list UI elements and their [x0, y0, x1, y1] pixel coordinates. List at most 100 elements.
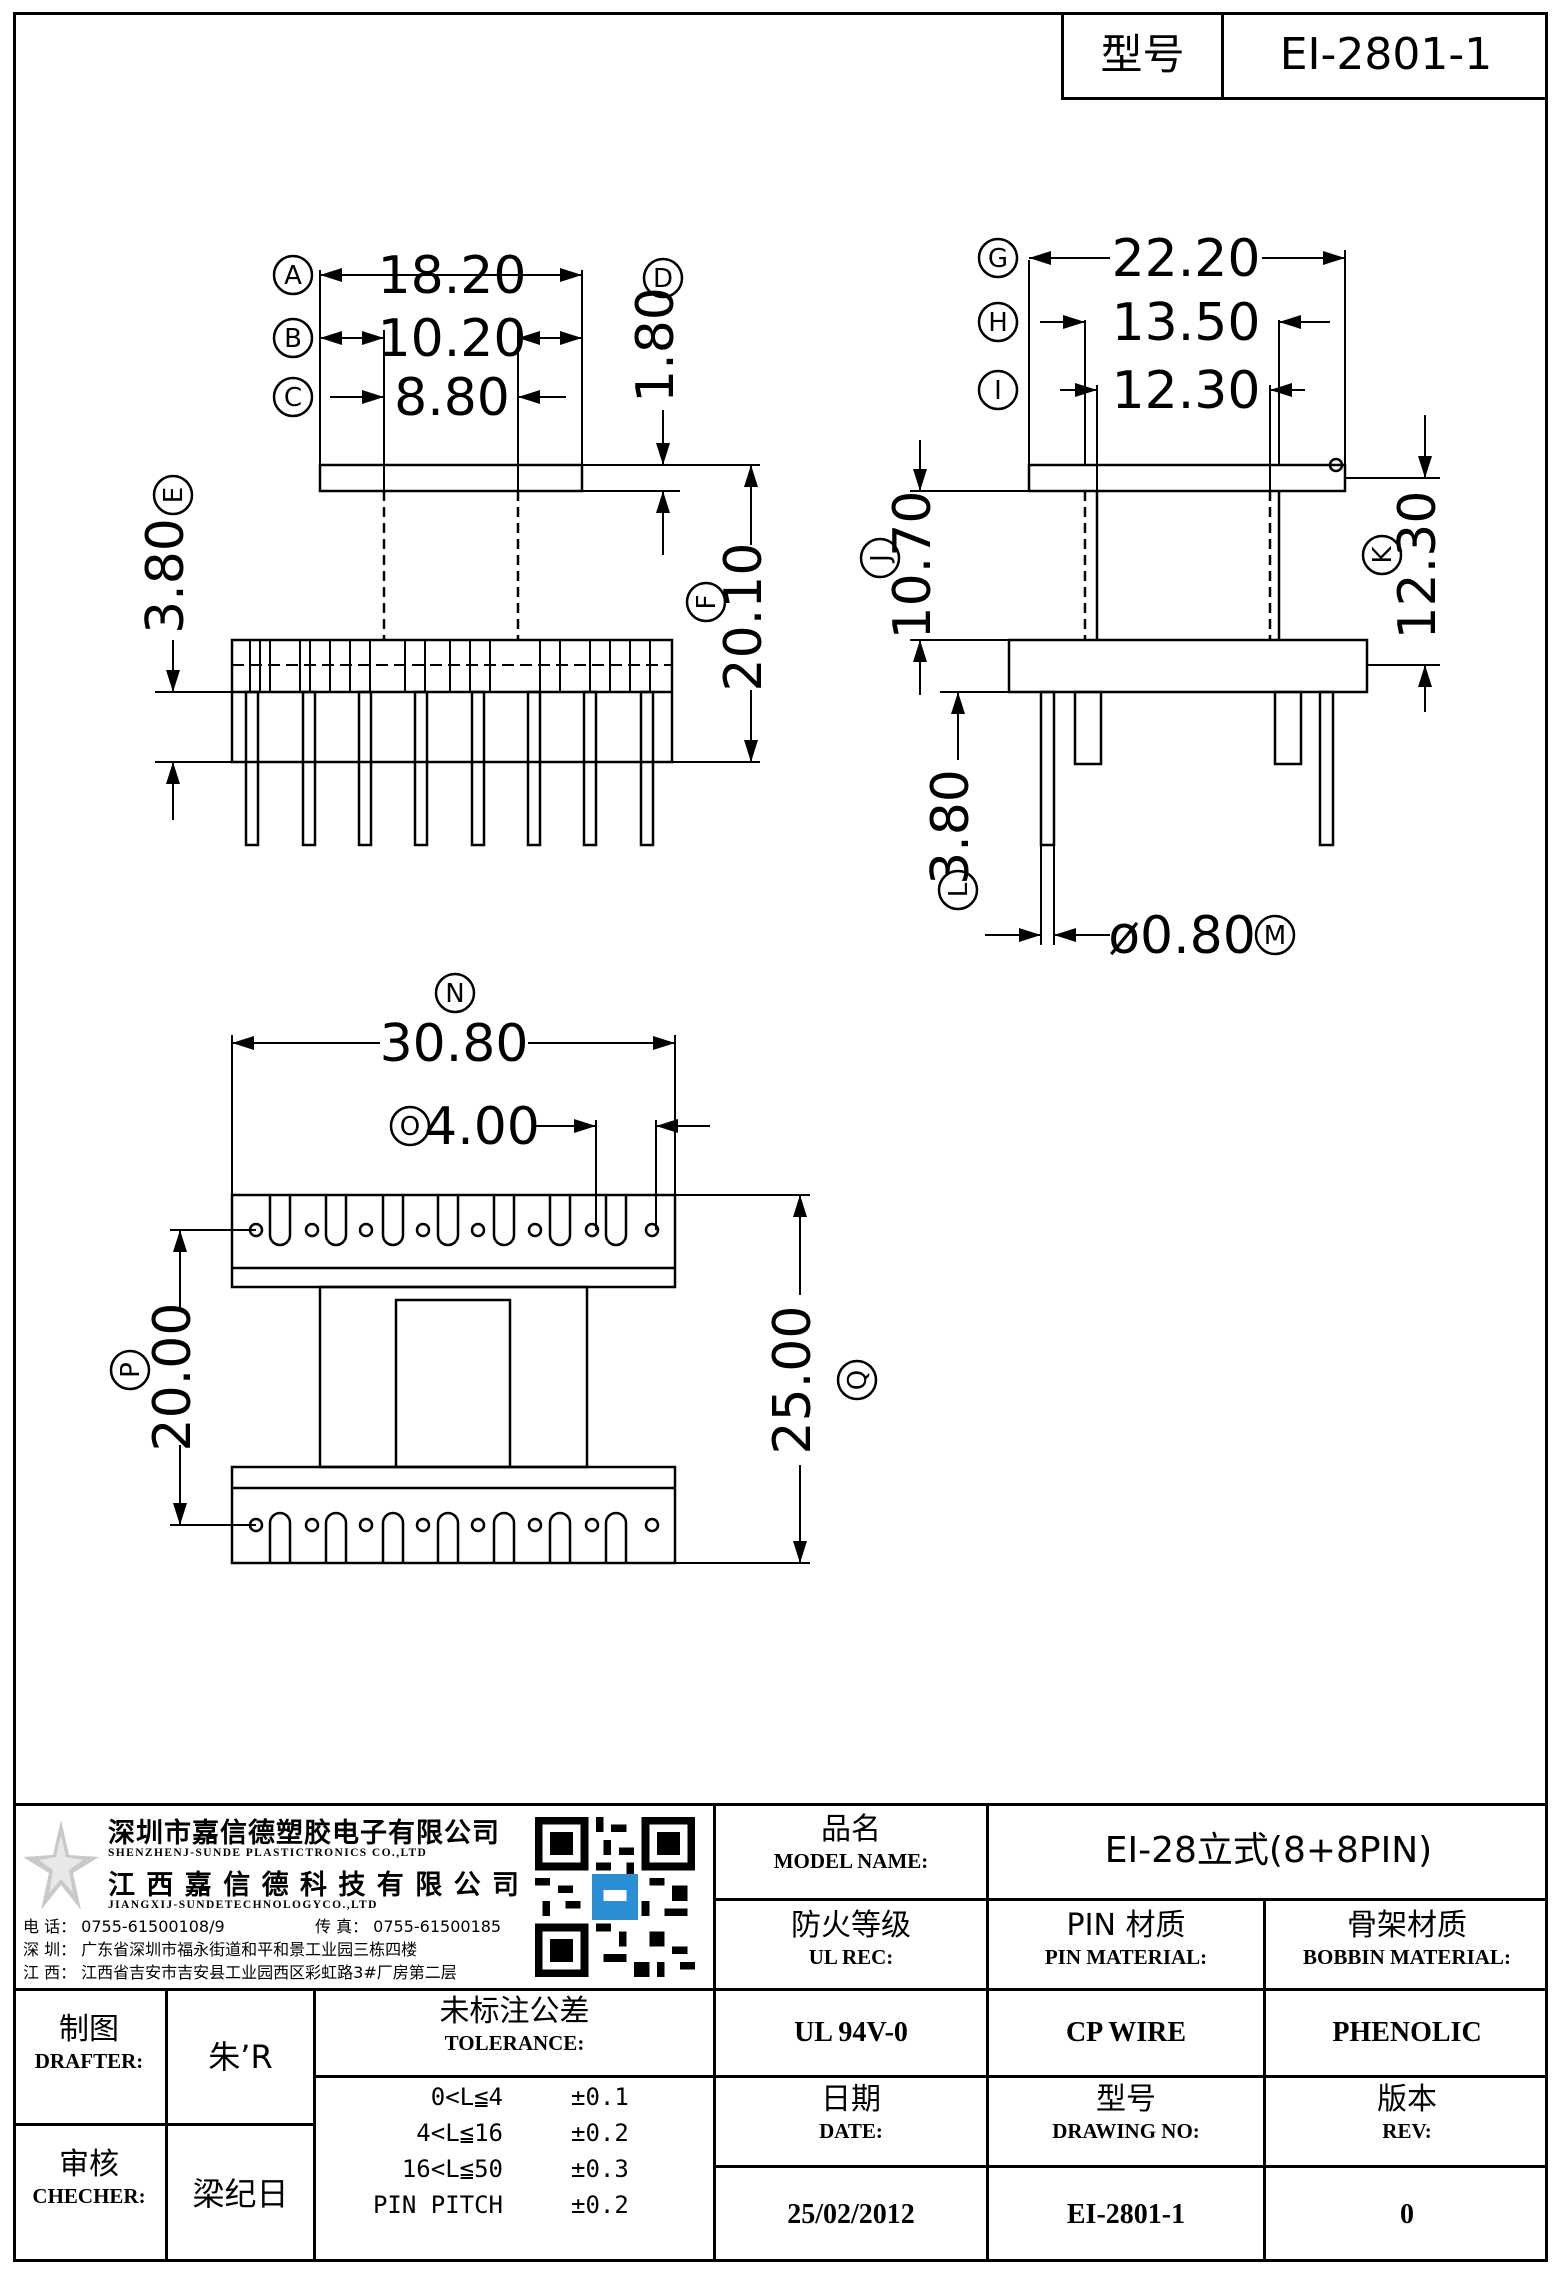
marker-k: K	[1368, 546, 1398, 564]
front-view	[155, 270, 760, 847]
company-name-jx: 江 西 嘉 信 德 科 技 有 限 公 司	[108, 1870, 520, 1901]
star-logo-icon	[23, 1820, 99, 1910]
bobbin-material-label: 骨架材质 BOBBIN MATERIAL:	[1266, 1909, 1548, 1969]
rev-zh: 版本	[1377, 2082, 1437, 2117]
technical-drawing: A B C D E F G H I J K L M N O P Q 18.20 …	[109, 229, 1448, 1565]
marker-i: I	[994, 376, 1002, 406]
tolerance-label: 未标注公差 TOLERANCE:	[316, 1995, 713, 2055]
model-name-zh: 品名	[821, 1812, 881, 1847]
company-address-jx: 江 西： 江西省吉安市吉安县工业园西区彩虹路3#厂房第二层	[23, 1963, 457, 1982]
pin-material-zh: PIN 材质	[1066, 1908, 1186, 1943]
checker-en: CHECHER:	[32, 2184, 146, 2208]
company-name-jx-en: JIANGXIJ-SUNDETECHNOLOGYCO.,LTD	[108, 1899, 378, 1911]
marker-f: F	[692, 595, 722, 610]
bottom-view-slots-bottom	[248, 1511, 660, 1563]
dim-m-value: ø0.80	[1108, 906, 1256, 966]
pin-material-value: CP WIRE	[1065, 2017, 1187, 2048]
rev-label: 版本 REV:	[1266, 2083, 1548, 2143]
marker-a: A	[284, 261, 302, 291]
front-base	[230, 638, 674, 764]
tolerance-value: ±0.1	[571, 2083, 629, 2111]
dim-o-value: 4.00	[424, 1097, 540, 1157]
marker-q: Q	[843, 1370, 873, 1390]
tolerance-zh: 未标注公差	[439, 1994, 590, 2029]
tolerance-value: ±0.2	[571, 2191, 629, 2219]
marker-m: M	[1264, 921, 1286, 951]
drawing-no-label: 型号 DRAWING NO:	[989, 2083, 1263, 2143]
tolerance-range: 4<L≦16	[416, 2119, 503, 2147]
ul-value: UL 94V-0	[794, 2017, 908, 2048]
marker-b: B	[284, 324, 302, 354]
drafter-label: 制图 DRAFTER:	[13, 2013, 165, 2073]
dim-c-value: 8.80	[394, 368, 510, 428]
model-name-value: EI-28立式(8+8PIN)	[1104, 1830, 1433, 1871]
tolerance-table: 0<L≦4 ±0.1 4<L≦16 ±0.2 16<L≦50 ±0.3 PIN …	[316, 2083, 713, 2227]
ul-label: 防火等级 UL REC:	[716, 1909, 986, 1969]
rev-value: 0	[1400, 2199, 1414, 2230]
dim-e-value: 3.80	[136, 518, 196, 634]
checker-label: 审核 CHECHER:	[13, 2148, 165, 2208]
dim-l-value: 3.80	[921, 769, 981, 885]
header-model-value: EI-2801-1	[1279, 29, 1493, 80]
front-base-slots	[232, 640, 672, 692]
dim-f-value: 20.10	[714, 543, 774, 692]
bobbin-material-value: PHENOLIC	[1332, 2017, 1482, 2048]
qr-code-icon	[535, 1817, 695, 1977]
front-top-flange	[318, 463, 584, 493]
marker-d: D	[653, 264, 673, 294]
dim-i-value: 12.30	[1112, 361, 1261, 421]
dimension-values: 18.20 10.20 8.80 1.80 3.80 20.10 22.20 1…	[136, 229, 1448, 1454]
dim-k-value: 12.30	[1388, 491, 1448, 640]
bottom-view-slots-top	[248, 1195, 660, 1247]
drawing-frame	[13, 12, 1548, 2262]
marker-p: P	[116, 1362, 146, 1378]
company-logo	[21, 1815, 101, 1915]
tolerance-range: PIN PITCH	[372, 2191, 503, 2219]
rev-en: REV:	[1382, 2119, 1432, 2143]
drawing-no-en: DRAWING NO:	[1052, 2119, 1200, 2143]
bobbin-material-en: BOBBIN MATERIAL:	[1303, 1945, 1511, 1969]
tolerance-range: 16<L≦50	[401, 2155, 503, 2183]
pin-material-label: PIN 材质 PIN MATERIAL:	[989, 1909, 1263, 1969]
marker-n: N	[445, 979, 464, 1009]
bobbin-material-zh: 骨架材质	[1347, 1908, 1467, 1943]
pin-material-en: PIN MATERIAL:	[1044, 1945, 1208, 1969]
model-name-label: 品名 MODEL NAME:	[716, 1813, 986, 1873]
company-name-sz-en: SHENZHENJ-SUNDE PLASTICTRONICS CO.,LTD	[108, 1847, 428, 1859]
ul-en: UL REC:	[808, 1945, 894, 1969]
dim-a-value: 18.20	[378, 246, 527, 306]
tolerance-en: TOLERANCE:	[444, 2031, 585, 2055]
marker-h: H	[988, 308, 1008, 338]
drafter-zh: 制图	[59, 2012, 119, 2047]
date-value: 25/02/2012	[787, 2199, 915, 2230]
tolerance-row: PIN PITCH ±0.2	[316, 2191, 713, 2227]
dim-d-value: 1.80	[626, 287, 686, 403]
checker-value: 梁纪日	[192, 2175, 289, 2213]
drawing-no-value: EI-2801-1	[1066, 2199, 1186, 2230]
model-name-en: MODEL NAME:	[773, 1849, 929, 1873]
company-fax: 传 真： 0755-61500185	[315, 1917, 502, 1936]
date-en: DATE:	[819, 2119, 883, 2143]
checker-zh: 审核	[59, 2147, 119, 2182]
marker-e: E	[159, 487, 189, 503]
dim-q-value: 25.00	[763, 1306, 823, 1455]
side-base	[1007, 638, 1369, 694]
title-block: 深圳市嘉信德塑胶电子有限公司 SHENZHENJ-SUNDE PLASTICTR…	[13, 1803, 1548, 2262]
front-pins	[244, 690, 655, 847]
arrowheads	[166, 251, 1432, 1563]
header-model-label: 型号	[1064, 12, 1224, 97]
dim-j-value: 10.70	[883, 491, 943, 640]
tolerance-row: 4<L≦16 ±0.2	[316, 2119, 713, 2155]
marker-c: C	[284, 383, 302, 413]
side-top-flange	[1027, 463, 1347, 493]
company-tel: 电 话： 0755-61500108/9	[23, 1917, 225, 1936]
marker-g: G	[988, 244, 1008, 274]
dim-g-value: 22.20	[1112, 229, 1261, 289]
side-view	[910, 250, 1440, 945]
drawing-no-zh: 型号	[1096, 2082, 1156, 2117]
header-model-box: 型号 EI-2801-1	[1061, 12, 1548, 100]
marker-letters: A B C D E F G H I J K L M N O P Q	[116, 244, 1398, 1390]
drafter-value: 朱’R	[208, 2038, 273, 2076]
dim-h-value: 13.50	[1112, 293, 1261, 353]
date-label: 日期 DATE:	[716, 2083, 986, 2143]
